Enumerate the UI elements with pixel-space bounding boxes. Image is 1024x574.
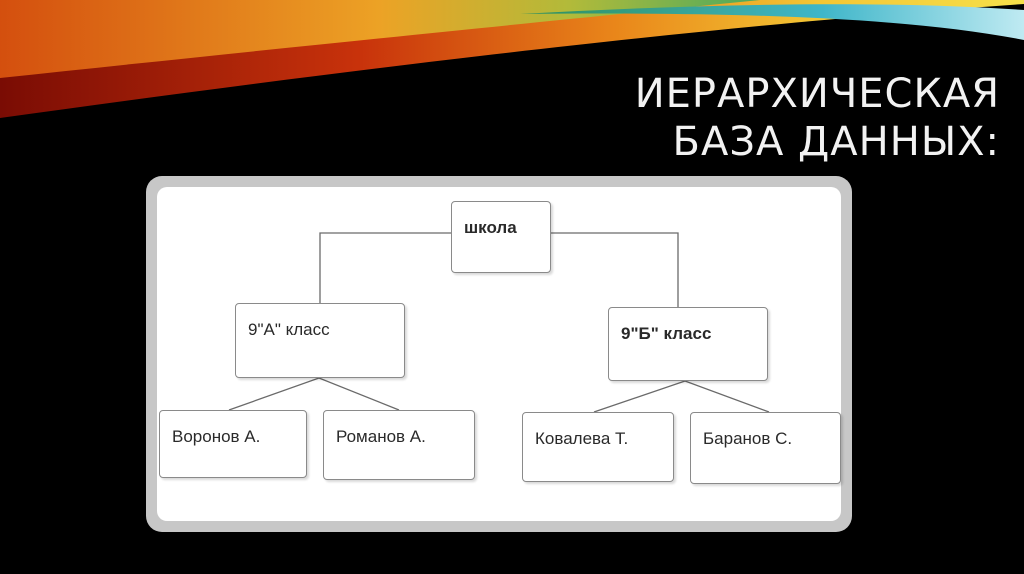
swoosh-band-orange [0, 0, 760, 78]
node-class-b: 9"Б" класс [608, 307, 768, 381]
slide-title-line-2: БАЗА ДАННЫХ: [672, 119, 1000, 165]
connector-root-to-class-a [319, 232, 451, 303]
slide-title-line-1: ИЕРАРХИЧЕСКАЯ [634, 71, 1000, 117]
connector-class-b-to-kovaleva [593, 380, 686, 413]
swoosh-band-teal [520, 4, 1024, 41]
diagram-frame: школа 9"А" класс 9"Б" класс Воронов А. Р… [146, 176, 852, 532]
diagram-canvas: школа 9"А" класс 9"Б" класс Воронов А. Р… [157, 187, 841, 521]
slide-title: ИЕРАРХИЧЕСКАЯ БАЗА ДАННЫХ: [560, 70, 1000, 166]
node-school: школа [451, 201, 551, 273]
connector-class-b-to-baranov [684, 380, 770, 413]
node-student-baranov: Баранов С. [690, 412, 841, 484]
node-class-a: 9"А" класс [235, 303, 405, 378]
connector-class-a-to-voronov [228, 377, 320, 411]
tree-connectors [228, 232, 770, 413]
connector-root-to-class-b [551, 232, 679, 307]
node-student-kovaleva: Ковалева Т. [522, 412, 674, 482]
connector-class-a-to-romanov [318, 377, 400, 411]
decorative-swoosh [0, 0, 1024, 118]
node-student-voronov: Воронов А. [159, 410, 307, 478]
node-student-romanov: Романов А. [323, 410, 475, 480]
